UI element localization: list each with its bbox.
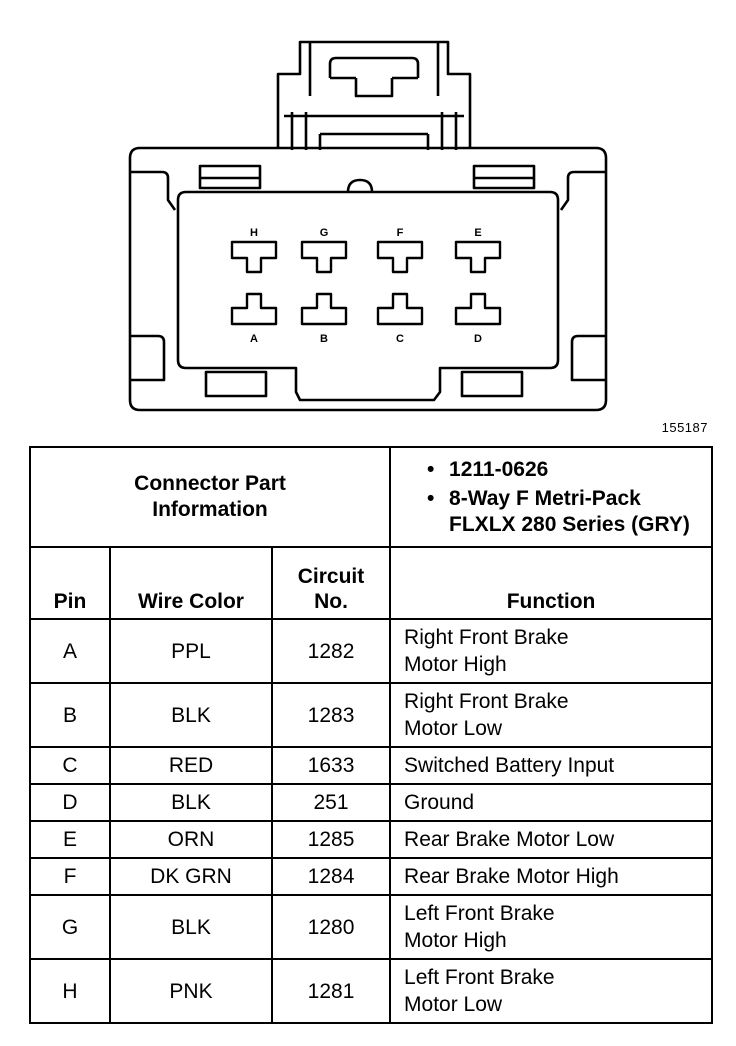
pin-cell: A <box>29 618 111 684</box>
col-header-pin: Pin <box>29 546 111 620</box>
pin-terminal <box>454 240 502 274</box>
function-line2: Motor Low <box>404 993 503 1016</box>
pin-cell: B <box>29 682 111 748</box>
part-info-values: 1211-0626 8-Way F Metri-Pack FLXLX 280 S… <box>389 446 714 548</box>
pin-terminal <box>300 240 348 274</box>
function-line2: Motor Low <box>404 717 503 740</box>
pin-label: G <box>320 227 329 239</box>
function-cell: Rear Brake Motor Low <box>389 820 714 859</box>
circuit-cell: 1283 <box>270 682 392 748</box>
pin-cell: D <box>29 783 111 822</box>
connector-type: 8-Way F Metri-Pack FLXLX 280 Series (GRY… <box>427 486 711 538</box>
function-line1: Rear Brake Motor Low <box>404 828 615 851</box>
part-info-label-line1: Connector Part <box>134 472 286 495</box>
connector-cavity <box>176 190 560 402</box>
connector-housing <box>128 146 608 412</box>
pin-cell: H <box>29 958 111 1024</box>
locking-tab <box>276 40 472 150</box>
circuit-cell: 1280 <box>270 894 392 960</box>
figure-id: 155187 <box>661 420 708 435</box>
function-cell: Ground <box>389 783 714 822</box>
pin-label: A <box>250 333 258 345</box>
function-line1: Right Front Brake <box>404 690 569 713</box>
pin-terminal <box>454 292 502 326</box>
pin-label: F <box>397 227 404 239</box>
function-line1: Ground <box>404 791 475 814</box>
col-header-circuit-line1: Circuit <box>297 565 365 588</box>
pin-label: D <box>474 333 482 345</box>
col-header-function: Function <box>389 546 714 620</box>
part-info-label: Connector Part Information <box>28 446 392 548</box>
pin-cell: G <box>29 894 111 960</box>
pin-label: H <box>250 227 258 239</box>
pin-terminal <box>230 292 278 326</box>
circuit-cell: 1284 <box>270 857 392 896</box>
col-header-circuit-line2: No. <box>314 590 348 613</box>
circuit-cell: 1633 <box>270 746 392 785</box>
pin-cell: E <box>29 820 111 859</box>
function-line1: Right Front Brake <box>404 626 569 649</box>
column-header-row: Pin Wire Color Circuit No. Function <box>29 546 714 620</box>
function-line1: Rear Brake Motor High <box>404 865 619 888</box>
function-line1: Switched Battery Input <box>404 754 615 777</box>
function-line1: Left Front Brake <box>404 966 555 989</box>
wire-color-cell: BLK <box>109 682 273 748</box>
pin-label: E <box>474 227 481 239</box>
wire-color-cell: BLK <box>109 783 273 822</box>
circuit-cell: 1282 <box>270 618 392 684</box>
function-line2: Motor High <box>404 929 507 952</box>
pin-label: C <box>396 333 404 345</box>
circuit-cell: 1281 <box>270 958 392 1024</box>
part-number: 1211-0626 <box>427 457 711 483</box>
pin-terminal <box>376 240 424 274</box>
wire-color-cell: PPL <box>109 618 273 684</box>
wire-color-cell: DK GRN <box>109 857 273 896</box>
wire-color-cell: ORN <box>109 820 273 859</box>
pin-cell: F <box>29 857 111 896</box>
circuit-cell: 251 <box>270 783 392 822</box>
connector-diagram: H G F E A B C D <box>128 40 608 412</box>
pin-label: B <box>320 333 328 345</box>
pin-terminal <box>300 292 348 326</box>
connector-table: Connector Part Information 1211-0626 8-W… <box>28 446 714 1024</box>
function-line1: Left Front Brake <box>404 902 555 925</box>
pin-cell: C <box>29 746 111 785</box>
circuit-cell: 1285 <box>270 820 392 859</box>
pin-terminal <box>230 240 278 274</box>
wire-color-cell: BLK <box>109 894 273 960</box>
wire-color-cell: RED <box>109 746 273 785</box>
function-line2: Motor High <box>404 653 507 676</box>
part-info-row: Connector Part Information 1211-0626 8-W… <box>28 446 714 548</box>
function-cell: Rear Brake Motor High <box>389 857 714 896</box>
function-cell: Switched Battery Input <box>389 746 714 785</box>
part-info-label-line2: Information <box>152 498 268 521</box>
col-header-wire-color: Wire Color <box>109 546 273 620</box>
pin-terminal <box>376 292 424 326</box>
wire-color-cell: PNK <box>109 958 273 1024</box>
col-header-circuit: Circuit No. <box>270 546 392 620</box>
